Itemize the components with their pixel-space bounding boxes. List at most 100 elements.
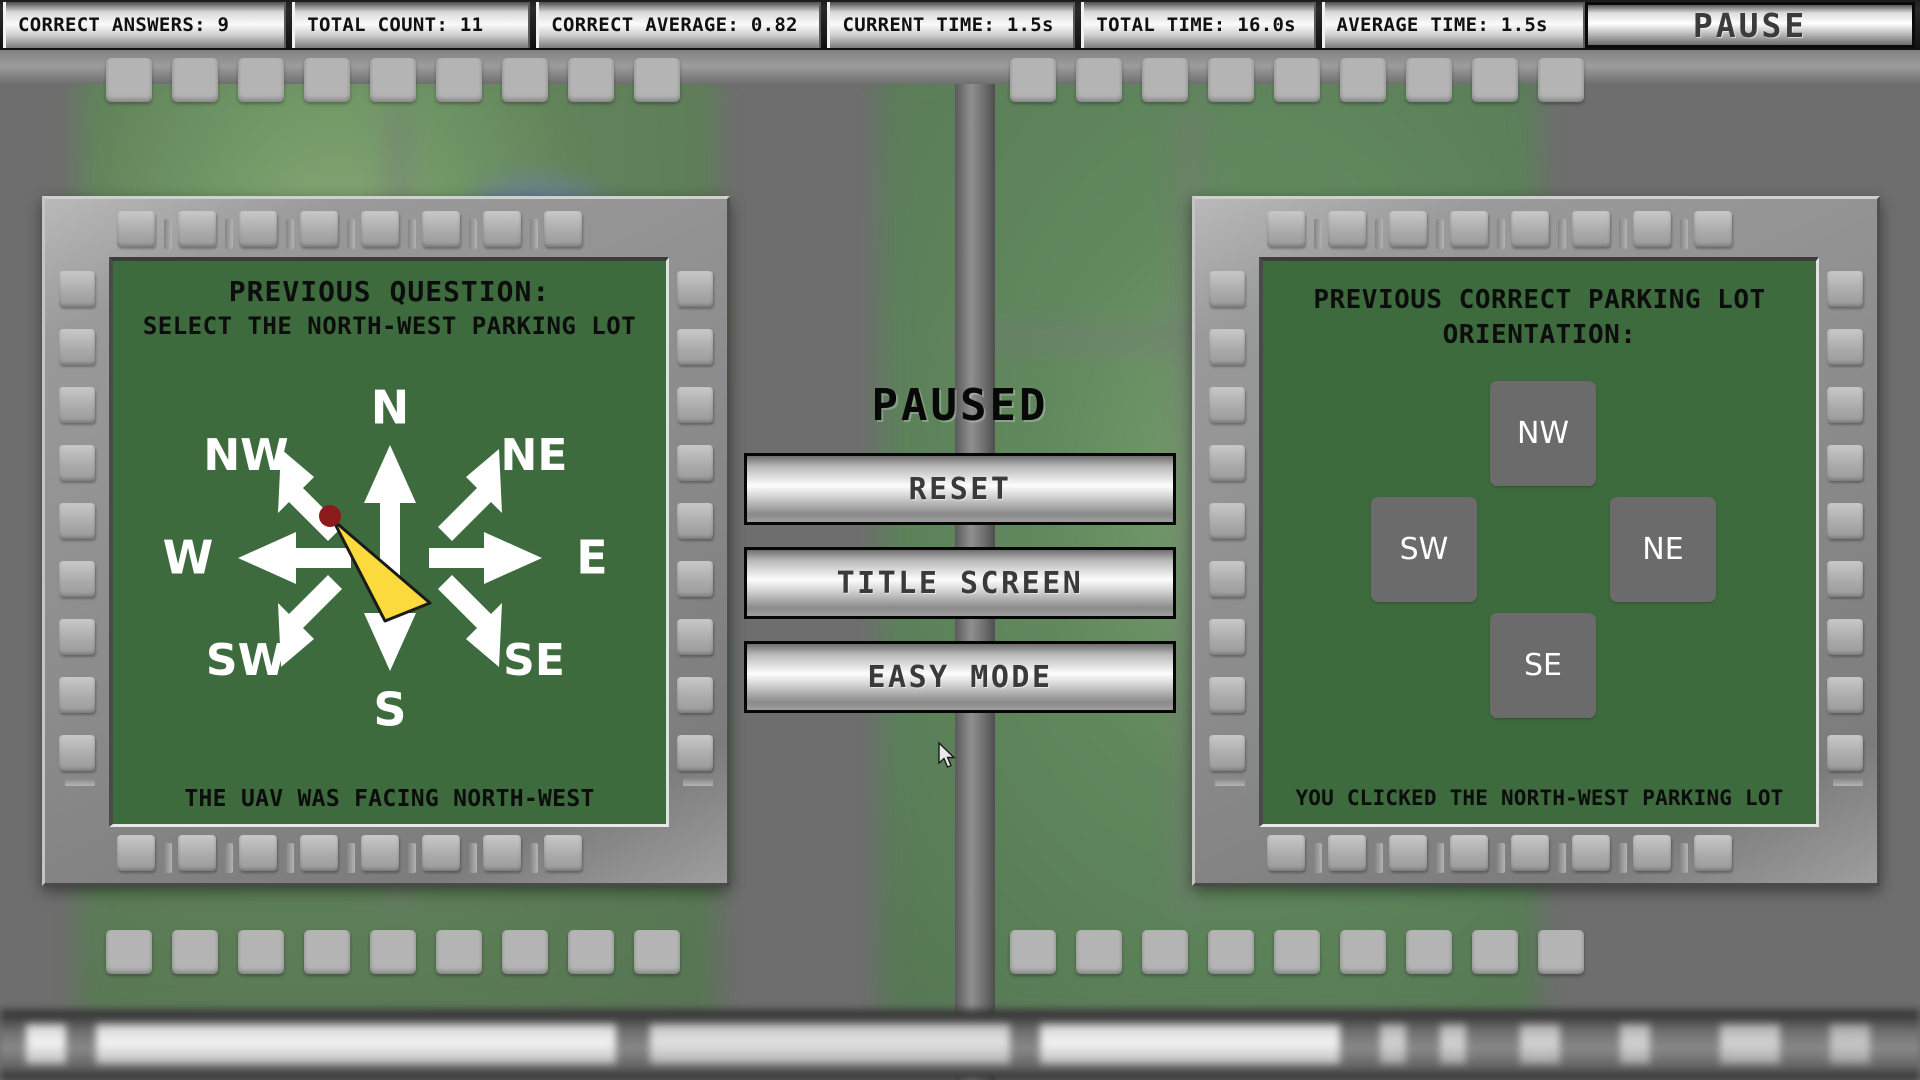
- background-pad: [1340, 58, 1386, 102]
- background-pad: [634, 930, 680, 974]
- chip-pads-top: [117, 211, 582, 249]
- previous-answer-screen: PREVIOUS CORRECT PARKING LOT ORIENTATION…: [1259, 257, 1819, 827]
- chip-pad: [544, 835, 582, 871]
- background-pad: [1208, 58, 1254, 102]
- chip-pad: [1450, 835, 1505, 873]
- compass-label-n: N: [370, 381, 409, 435]
- previous-question-panel: PREVIOUS QUESTION: SELECT THE NORTH-WEST…: [42, 196, 730, 886]
- chip-pads-bottom: [117, 835, 582, 873]
- background-pad: [1472, 58, 1518, 102]
- chip-pad: [677, 619, 713, 655]
- chip-pad: [361, 211, 416, 249]
- pause-button[interactable]: PAUSE: [1585, 2, 1915, 48]
- background-pad: [436, 930, 482, 974]
- easy-mode-button-label: EASY MODE: [867, 659, 1053, 695]
- chip-pad: [677, 677, 713, 713]
- background-pad: [172, 58, 218, 102]
- compass-label-e: E: [576, 531, 607, 585]
- background-pad: [106, 58, 152, 102]
- chip-pads-right: [677, 271, 713, 771]
- title-screen-button[interactable]: TITLE SCREEN: [744, 547, 1176, 619]
- reset-button[interactable]: RESET: [744, 453, 1176, 525]
- chip-pads-left: [59, 271, 95, 771]
- background-pad: [1208, 930, 1254, 974]
- background-pad: [106, 930, 152, 974]
- background-pad: [238, 930, 284, 974]
- background-pad: [370, 58, 416, 102]
- parking-lot-sw[interactable]: SW: [1371, 497, 1477, 602]
- chip-pad: [1633, 211, 1688, 249]
- compass-label-s: S: [373, 683, 406, 737]
- uav-heading-needle: [318, 505, 431, 623]
- chip-pad: [59, 619, 95, 655]
- chip-pad: [1389, 835, 1444, 873]
- parking-lot-se-label: SE: [1524, 648, 1562, 683]
- chip-pad: [1209, 619, 1245, 655]
- chip-pad: [1209, 677, 1245, 713]
- chip-pad: [677, 271, 713, 307]
- stat-total-count-label: TOTAL COUNT: 11: [307, 14, 484, 36]
- toolbar-segment: [26, 1024, 66, 1064]
- background-pad-row-top-right: [1010, 58, 1584, 102]
- chip-pad: [1209, 503, 1245, 539]
- toolbar-segment: [1040, 1024, 1340, 1064]
- parking-lot-nw-label: NW: [1516, 416, 1570, 451]
- top-status-bar: CORRECT ANSWERS: 9 TOTAL COUNT: 11 CORRE…: [0, 0, 1920, 50]
- chip-pad: [677, 735, 713, 771]
- parking-lot-ne[interactable]: NE: [1610, 497, 1716, 602]
- toolbar-segment: [1620, 1024, 1650, 1064]
- compass-label-nw: NW: [203, 430, 288, 481]
- chip-pad: [1267, 835, 1322, 873]
- pause-menu: PAUSED RESET TITLE SCREEN EASY MODE: [740, 380, 1180, 713]
- stat-correct-answers-label: CORRECT ANSWERS: 9: [18, 14, 230, 36]
- background-pad: [634, 58, 680, 102]
- chip-pad: [1827, 619, 1863, 655]
- chip-pad: [483, 835, 538, 873]
- chip-pad: [117, 835, 172, 873]
- chip-pad: [1827, 445, 1863, 481]
- stat-correct-average-label: CORRECT AVERAGE: 0.82: [551, 14, 798, 36]
- parking-lot-nw[interactable]: NW: [1490, 381, 1596, 486]
- background-pad: [1538, 58, 1584, 102]
- compass-label-se: SE: [503, 635, 565, 686]
- background-pad: [304, 930, 350, 974]
- chip-pad: [1827, 271, 1863, 307]
- compass-label-w: W: [162, 531, 213, 585]
- chip-pad: [1694, 211, 1732, 247]
- background-pad: [1340, 930, 1386, 974]
- background-pad-row-top-left: [106, 58, 680, 102]
- chip-pad: [1511, 835, 1566, 873]
- chip-pads-bottom: [1267, 835, 1732, 873]
- chip-pad: [1267, 211, 1322, 249]
- background-pad: [1010, 58, 1056, 102]
- toolbar-segment: [650, 1024, 1010, 1064]
- easy-mode-button[interactable]: EASY MODE: [744, 641, 1176, 713]
- toolbar-segment: [96, 1024, 616, 1064]
- chip-pad: [59, 677, 95, 713]
- stat-total-time-label: TOTAL TIME: 16.0s: [1096, 14, 1296, 36]
- chip-pad: [239, 835, 294, 873]
- chip-pad: [677, 329, 713, 365]
- chip-pad: [1694, 835, 1732, 871]
- parking-lot-se[interactable]: SE: [1490, 613, 1596, 718]
- chip-pad: [1827, 735, 1863, 771]
- background-pad: [502, 930, 548, 974]
- chip-pad: [1209, 445, 1245, 481]
- chip-pad: [1827, 677, 1863, 713]
- chip-pad: [59, 735, 95, 771]
- toolbar-segment: [1440, 1024, 1466, 1064]
- background-pad: [1274, 58, 1320, 102]
- compass-label-ne: NE: [500, 430, 567, 481]
- chip-pad: [1209, 329, 1245, 365]
- background-pad: [436, 58, 482, 102]
- previous-answer-heading-line2: ORIENTATION:: [1442, 320, 1637, 351]
- chip-pad: [1389, 211, 1444, 249]
- background-pad: [1406, 930, 1452, 974]
- chip-pads-right: [1827, 271, 1863, 771]
- chip-pads-top: [1267, 211, 1732, 249]
- background-pad-row-bottom-left: [106, 930, 680, 974]
- background-pad: [1406, 58, 1452, 102]
- chip-pad: [1572, 211, 1627, 249]
- stat-total-time: TOTAL TIME: 16.0s: [1081, 2, 1316, 48]
- chip-pad: [1209, 271, 1245, 307]
